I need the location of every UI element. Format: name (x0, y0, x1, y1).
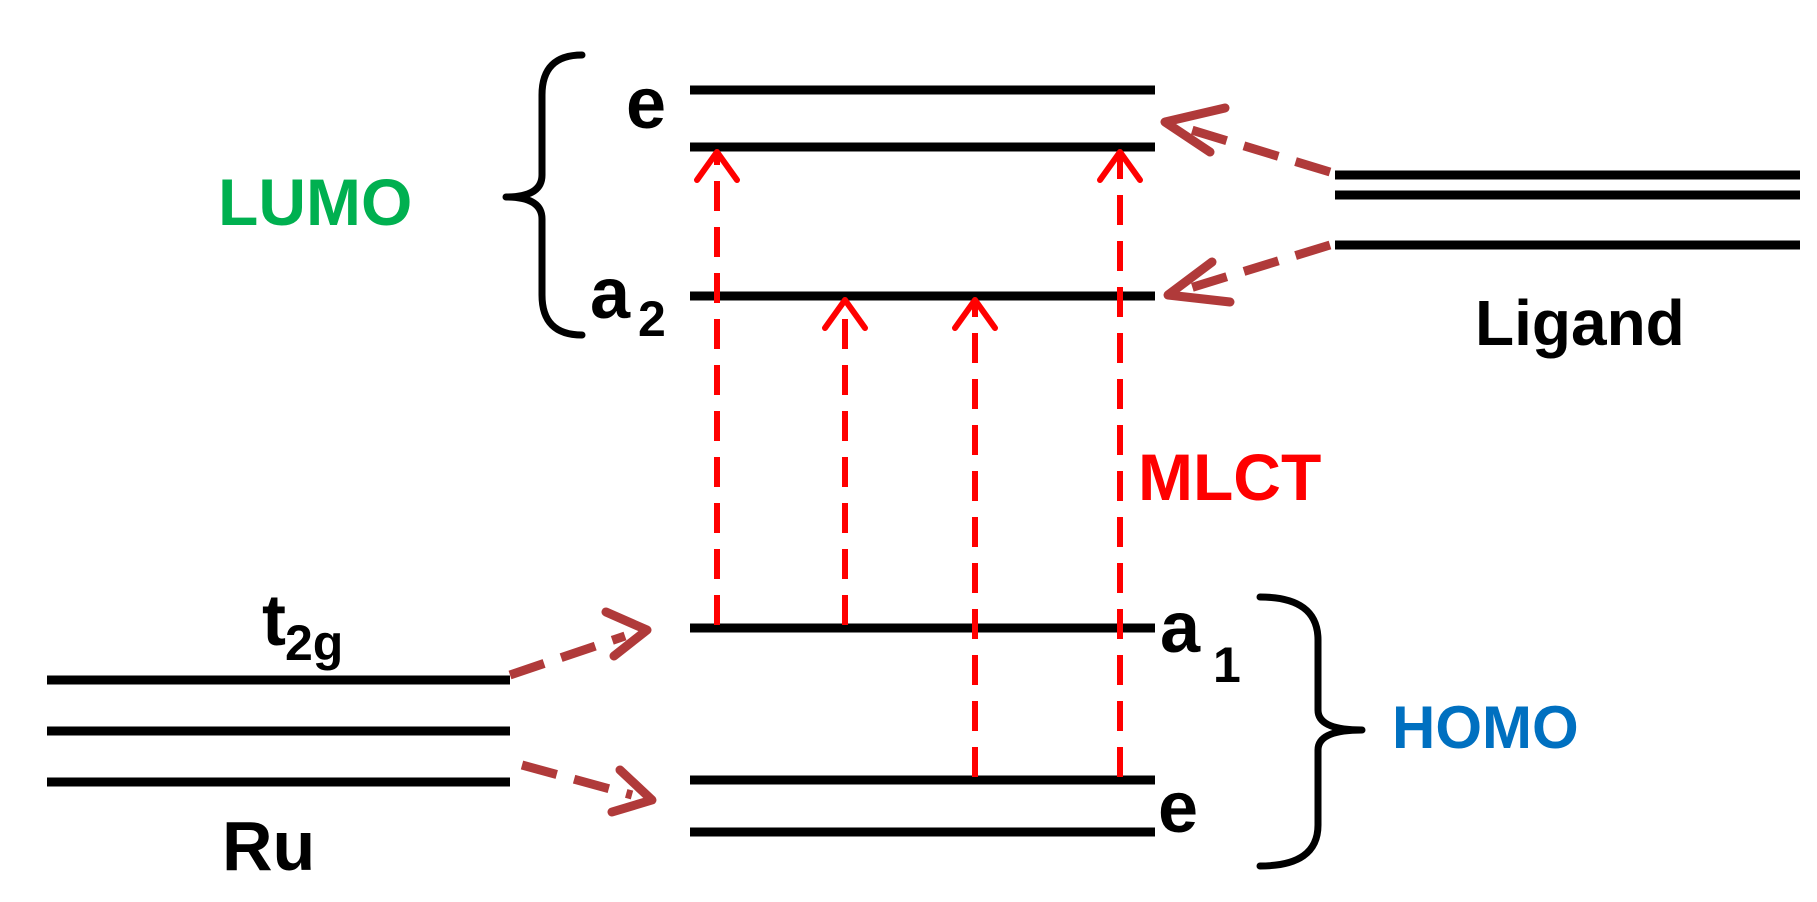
ligand-to-a2-arrow (1188, 240, 1332, 293)
a2-label-base: a (590, 254, 631, 334)
a2-label: a 2 (590, 254, 666, 347)
ru-label: Ru (222, 807, 315, 885)
a1-label-base: a (1160, 588, 1201, 668)
lumo-brace (502, 51, 586, 339)
ru-to-a1-arrow (508, 631, 627, 680)
ru-to-a1-arrow-head (601, 607, 652, 661)
homo-e-label: e (1158, 768, 1198, 848)
a1-label-sub: 1 (1213, 637, 1241, 693)
a2-label-sub: 2 (638, 291, 666, 347)
mlct-arrow-3-head (952, 297, 998, 331)
t2g-label-base: t (262, 581, 286, 661)
mlct-label: MLCT (1138, 440, 1321, 514)
homo-label: HOMO (1392, 694, 1579, 761)
t2g-label: t 2g (262, 581, 343, 671)
ru-to-homo-e-arrow-head (607, 765, 657, 817)
mixing-arrows (508, 103, 1332, 817)
mlct-arrows (694, 149, 1143, 777)
t2g-label-sub: 2g (285, 615, 343, 671)
mlct-arrow-4-head (1097, 149, 1143, 183)
ligand-to-lumo-e-arrow (1183, 123, 1332, 177)
mlct-arrow-1-head (694, 149, 740, 183)
mlct-arrow-2-head (822, 297, 868, 331)
homo-brace (1256, 593, 1366, 870)
ligand-to-lumo-e-arrow-head (1160, 103, 1230, 157)
lumo-e-label: e (626, 64, 666, 144)
ru-to-homo-e-arrow (520, 760, 634, 800)
a1-label: a 1 (1160, 588, 1241, 693)
ligand-to-a2-arrow-head (1163, 257, 1235, 307)
lumo-label: LUMO (218, 165, 412, 239)
ligand-label: Ligand (1475, 287, 1685, 359)
